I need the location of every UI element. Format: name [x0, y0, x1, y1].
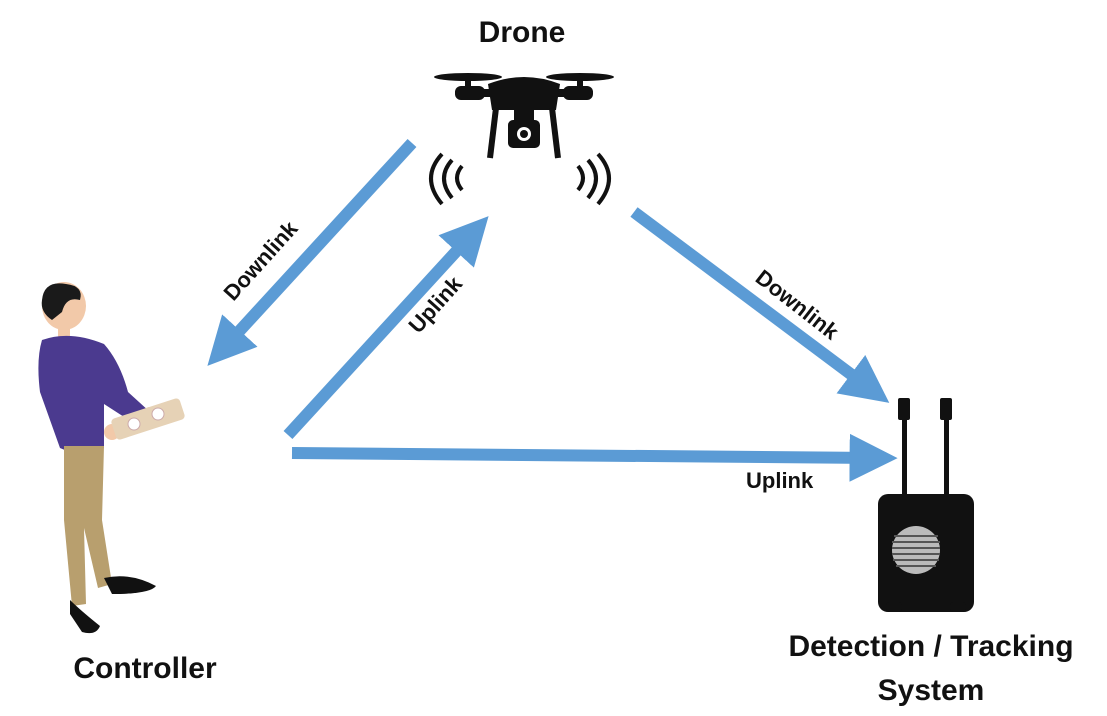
signal-waves-right-icon	[576, 152, 611, 206]
controller-label: Controller	[73, 652, 217, 685]
quadcopter-drone-icon	[434, 73, 614, 159]
arrow-drone-to-tracker	[630, 207, 890, 403]
detection-case-icon	[878, 398, 974, 612]
arrow-controller-to-tracker	[291, 433, 898, 482]
tracker-label-line2: System	[877, 674, 985, 707]
uplink-label-bottom: Uplink	[746, 468, 814, 493]
tracker-label-line1: Detection / Tracking	[788, 630, 1074, 663]
person-with-remote-icon	[38, 282, 185, 634]
arrow-controller-to-drone	[283, 216, 489, 440]
arrow-drone-to-controller	[207, 138, 417, 366]
drone-label: Drone	[478, 16, 566, 49]
signal-waves-left-icon	[429, 152, 464, 206]
